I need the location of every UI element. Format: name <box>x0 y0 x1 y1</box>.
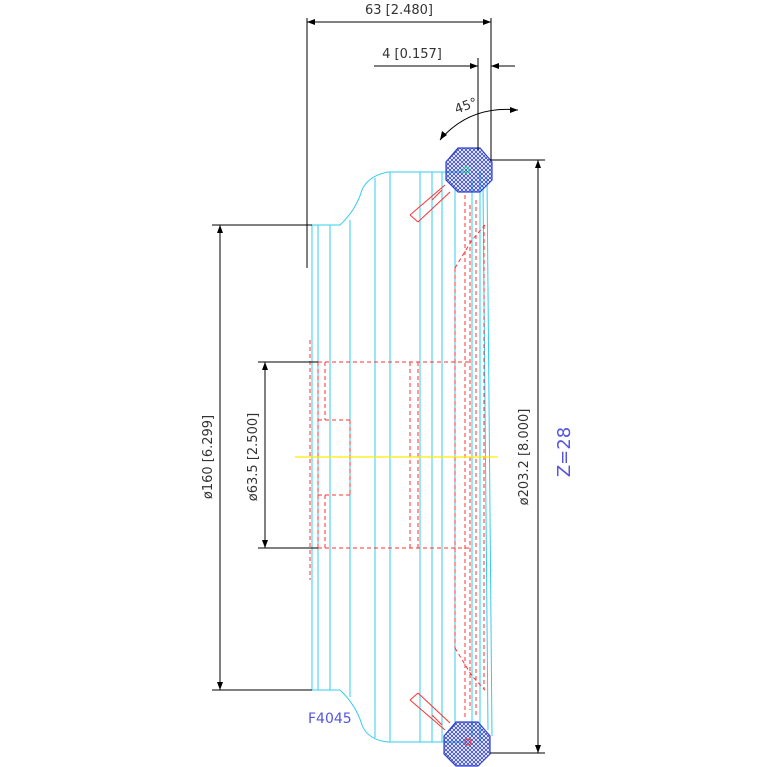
dim-cutting-diameter: ø203.2 [8.000] <box>490 159 545 754</box>
svg-text:ø203.2 [8.000]: ø203.2 [8.000] <box>517 409 532 506</box>
part-number-label: F4045 <box>308 711 352 727</box>
dim-body-diameter: ø160 [6.299] <box>201 224 312 691</box>
dim-overall-height: 63 [2.480] <box>306 3 492 268</box>
insert-top <box>445 147 493 193</box>
svg-text:63 [2.480]: 63 [2.480] <box>365 3 433 18</box>
svg-text:ø63.5 [2.500]: ø63.5 [2.500] <box>246 413 261 501</box>
dim-insert-offset: 4 [0.157] <box>374 47 515 150</box>
tooth-count-label: Z=28 <box>554 427 575 477</box>
svg-text:4 [0.157]: 4 [0.157] <box>382 47 442 62</box>
dim-chamfer-angle: 45° <box>439 95 519 141</box>
insert-bottom <box>443 721 491 767</box>
svg-text:ø160 [6.299]: ø160 [6.299] <box>201 415 216 499</box>
clamp-screw-bottom <box>409 692 451 731</box>
clamp-screw-top <box>409 184 451 223</box>
svg-text:45°: 45° <box>453 95 480 117</box>
dim-bore-diameter: ø63.5 [2.500] <box>246 361 318 549</box>
